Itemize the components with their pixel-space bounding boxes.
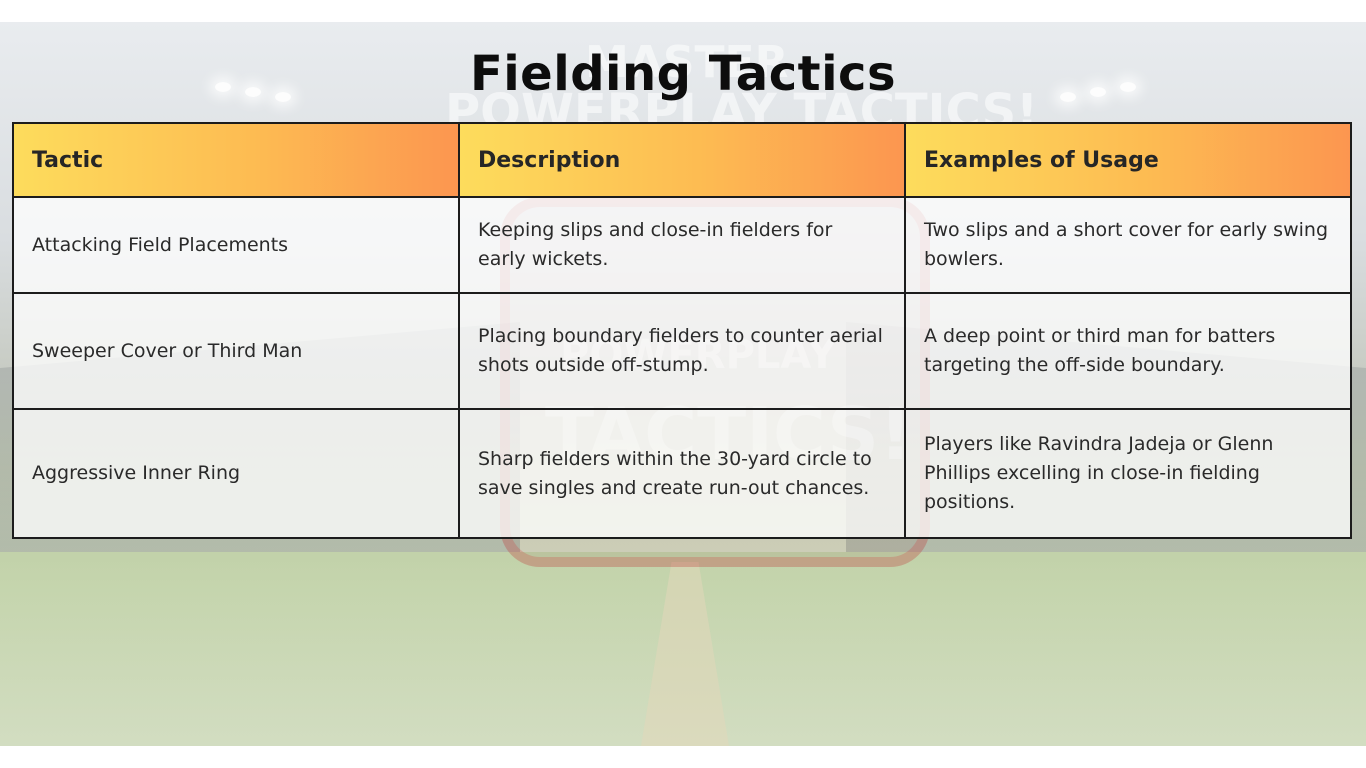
table-row: Aggressive Inner Ring Sharp fielders wit…: [12, 408, 1352, 539]
fielding-tactics-table: Tactic Description Examples of Usage Att…: [12, 122, 1352, 539]
cricket-pitch: [640, 562, 730, 746]
tactic-cell: Sweeper Cover or Third Man: [12, 292, 460, 410]
column-header-tactic: Tactic: [12, 122, 460, 198]
cricket-field: [0, 552, 1366, 746]
table-row: Attacking Field Placements Keeping slips…: [12, 196, 1352, 294]
column-header-examples: Examples of Usage: [904, 122, 1352, 198]
slide: MASTER POWERPLAY TACTICS! POWERPLAY TACT…: [0, 22, 1366, 746]
example-cell: Two slips and a short cover for early sw…: [904, 196, 1352, 294]
tactic-cell: Aggressive Inner Ring: [12, 408, 460, 539]
page-title: Fielding Tactics: [469, 46, 897, 102]
tactic-cell: Attacking Field Placements: [12, 196, 460, 294]
table-header-row: Tactic Description Examples of Usage: [12, 122, 1352, 198]
description-cell: Placing boundary fielders to counter aer…: [458, 292, 906, 410]
description-cell: Keeping slips and close-in fielders for …: [458, 196, 906, 294]
example-cell: Players like Ravindra Jadeja or Glenn Ph…: [904, 408, 1352, 539]
example-cell: A deep point or third man for batters ta…: [904, 292, 1352, 410]
table-row: Sweeper Cover or Third Man Placing bound…: [12, 292, 1352, 410]
column-header-description: Description: [458, 122, 906, 198]
description-cell: Sharp fielders within the 30-yard circle…: [458, 408, 906, 539]
